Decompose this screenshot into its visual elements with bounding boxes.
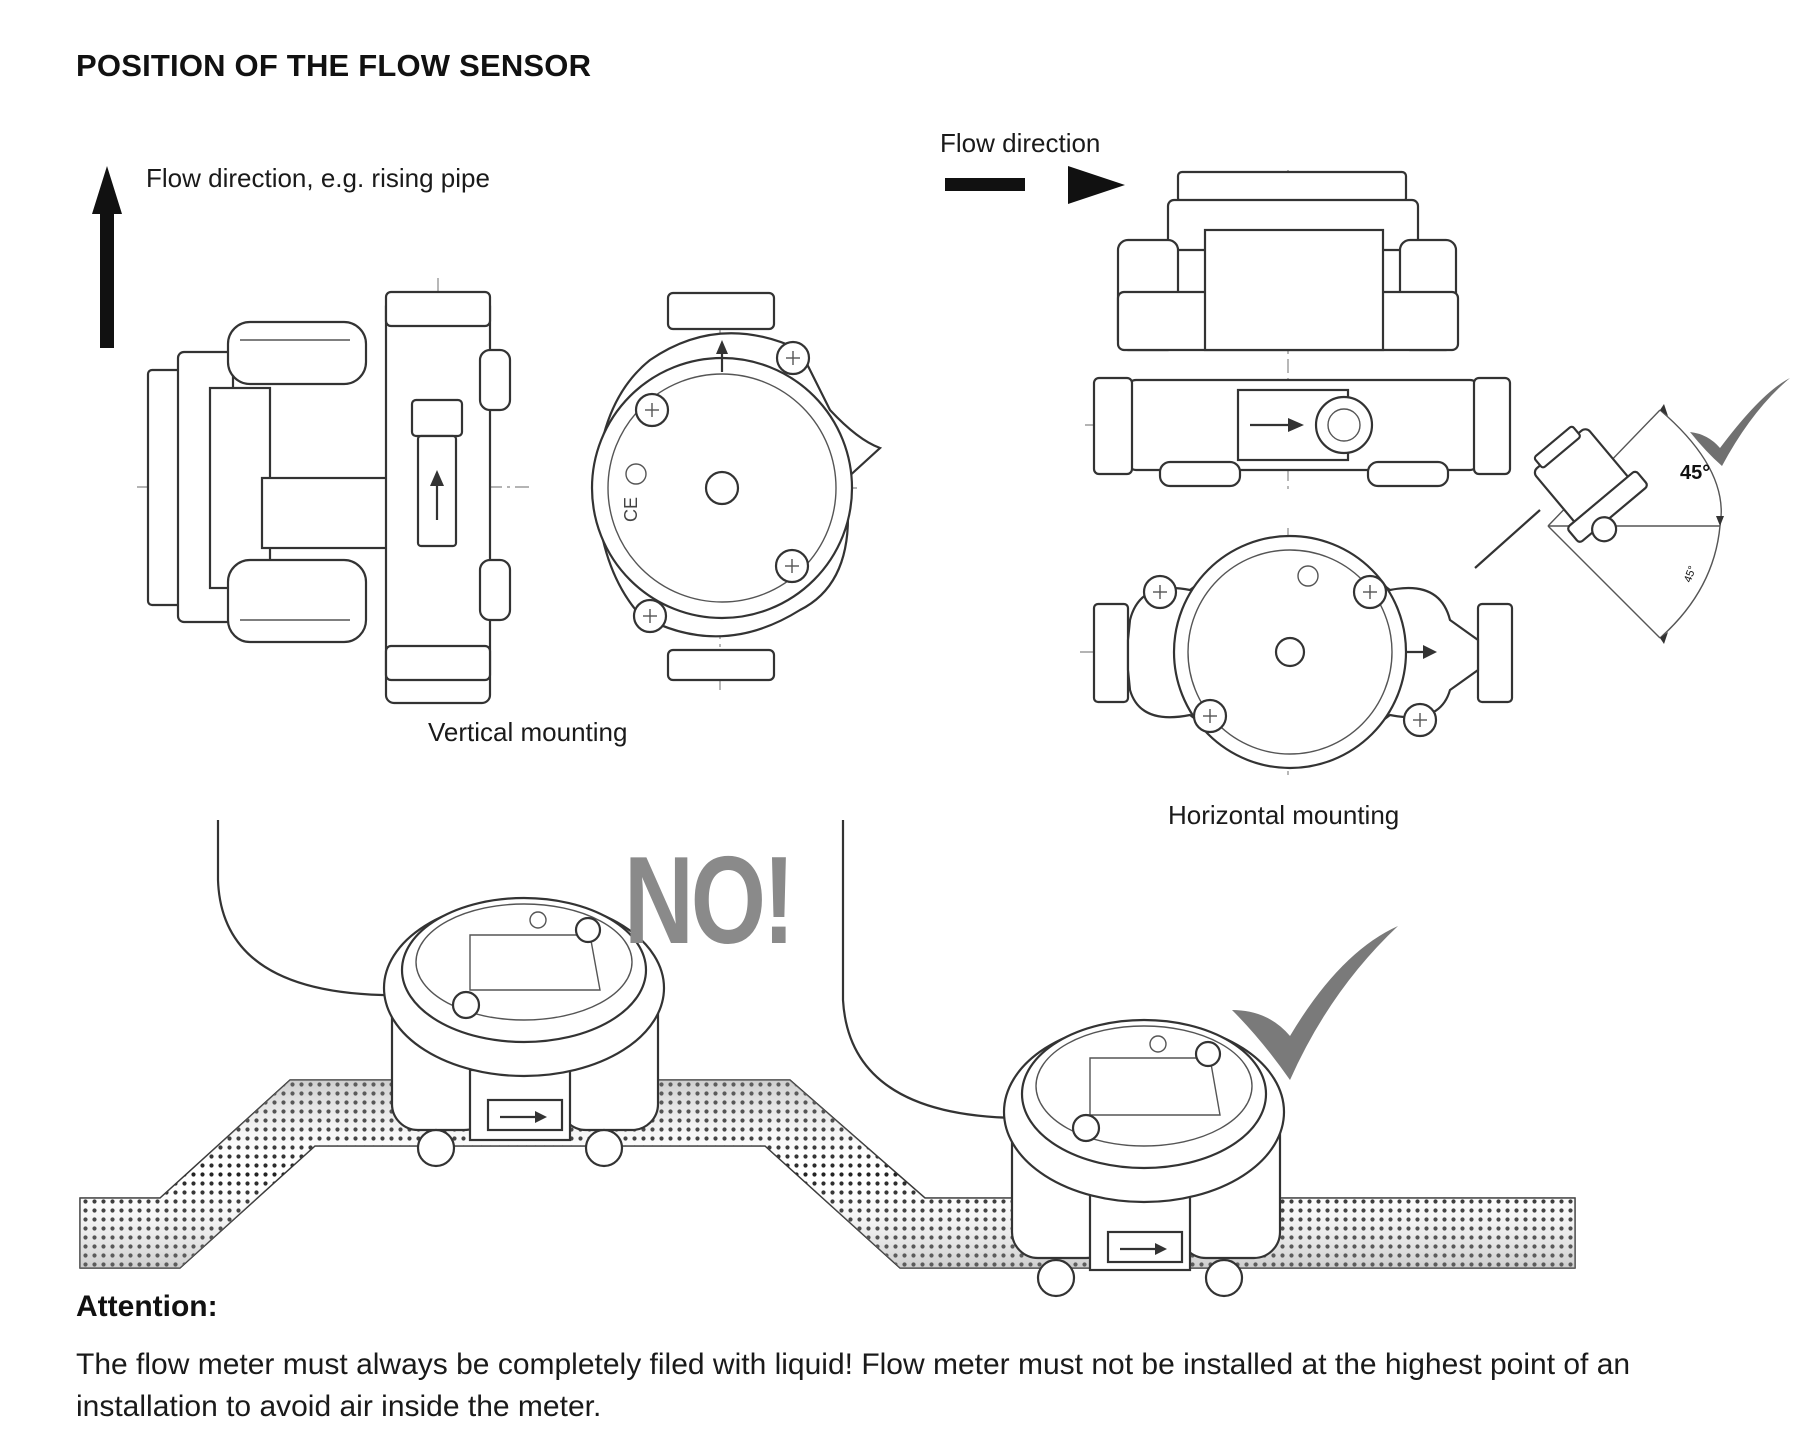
flow-meter-low-position xyxy=(1002,1018,1286,1298)
check-mark-large-icon xyxy=(1232,926,1398,1080)
vertical-front-view: CE xyxy=(590,291,883,690)
flow-direction-vertical-label: Flow direction, e.g. rising pipe xyxy=(146,163,490,193)
horizontal-top-view xyxy=(1085,170,1512,490)
vertical-side-view xyxy=(137,278,530,705)
check-mark-small-icon xyxy=(1690,378,1790,466)
sensor-cable-right xyxy=(841,820,1031,1120)
attention-body: The flow meter must always be completely… xyxy=(76,1348,1631,1423)
flow-direction-horizontal-label: Flow direction xyxy=(940,128,1101,158)
page-title: POSITION OF THE FLOW SENSOR xyxy=(76,48,592,83)
tilt-45-diagram xyxy=(1474,404,1724,644)
flow-right-arrow-icon xyxy=(945,166,1125,204)
horizontal-front-view xyxy=(1080,528,1514,775)
pipe-installation xyxy=(79,1079,1576,1269)
svg-text:CE: CE xyxy=(621,497,641,522)
horizontal-mounting-label: Horizontal mounting xyxy=(1168,800,1400,830)
sensor-cable-left xyxy=(216,820,411,997)
flow-up-arrow-icon xyxy=(92,166,122,348)
angle-label-large: 45° xyxy=(1680,462,1711,484)
flow-meter-top-position xyxy=(382,896,666,1168)
no-warning-text: NO! xyxy=(624,832,795,970)
attention-heading: Attention: xyxy=(76,1290,218,1323)
vertical-mounting-label: Vertical mounting xyxy=(428,717,628,747)
